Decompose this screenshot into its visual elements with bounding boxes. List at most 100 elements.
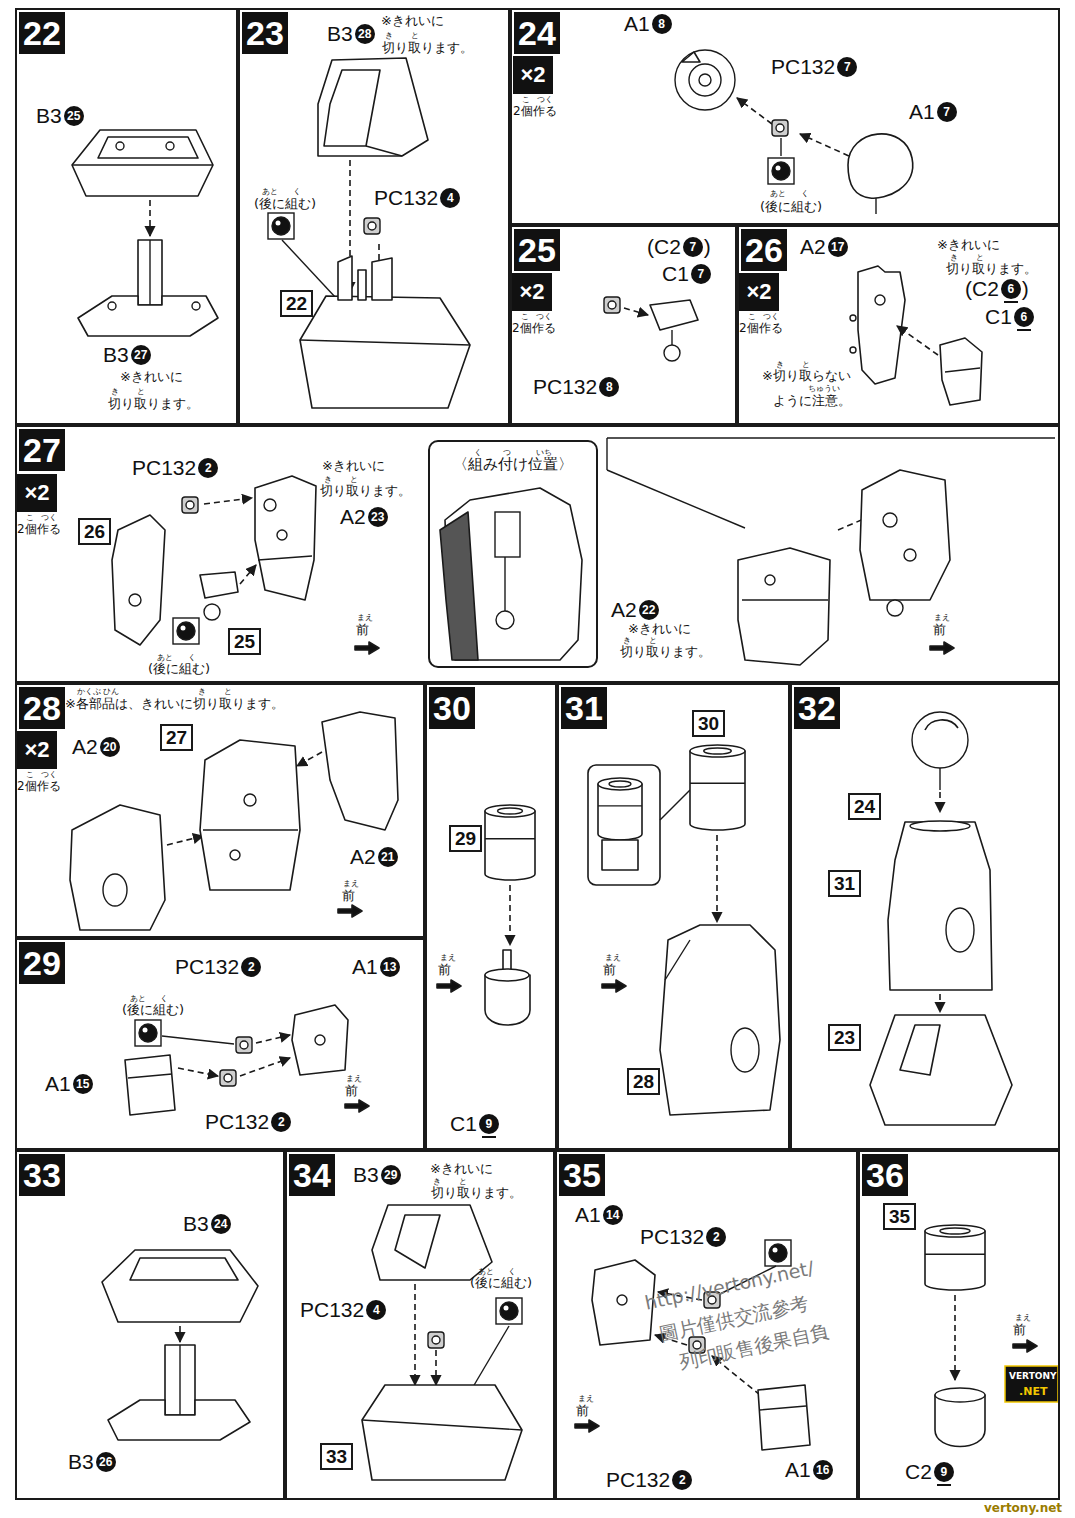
assembly-arrow <box>414 1284 416 1385</box>
note-text: ※きれいに <box>381 12 444 30</box>
make-note: 2個作る <box>513 105 567 118</box>
detail-circle <box>277 530 287 540</box>
part-outline <box>338 256 352 300</box>
note-text: (後に組む) <box>760 198 822 216</box>
step-reference-box: 33 <box>320 1443 353 1470</box>
part-outline <box>108 1400 250 1440</box>
part-number: 2 <box>198 458 218 478</box>
assembly-arrow <box>149 200 151 236</box>
part-outline <box>602 840 638 870</box>
furigana: つく <box>537 96 553 104</box>
later-icon-frame <box>768 158 794 184</box>
step-number: 22 <box>19 12 65 54</box>
detail-circle <box>240 1041 248 1049</box>
part-outline <box>690 751 745 830</box>
make-two-badge: ×2こつく2個作る <box>512 273 566 343</box>
furigana: つく <box>763 313 779 321</box>
note-text: 前 <box>933 621 946 639</box>
step-reference: 28 <box>633 1070 654 1093</box>
detail-circle <box>617 1295 627 1305</box>
part-outline <box>925 1231 985 1290</box>
part-outline <box>660 925 780 1115</box>
step-number: 35 <box>559 1154 605 1196</box>
step-panel: 22 <box>15 8 238 425</box>
assembly-arrow <box>655 1335 687 1345</box>
polycap <box>689 1337 705 1353</box>
step-panel: 27×2こつく2個作る2625〈組み付け位置〉 <box>15 425 1060 683</box>
polycap <box>772 120 788 136</box>
part-number: 15 <box>73 1074 93 1094</box>
later-icon-frame <box>173 618 199 644</box>
part-outline <box>112 515 165 645</box>
part-number: 2 <box>271 1112 291 1132</box>
part-code: A1 <box>575 1203 601 1227</box>
step-panel: 35 <box>555 1150 858 1500</box>
detail-line <box>203 829 298 830</box>
detail-circle <box>850 347 856 353</box>
part-outline <box>650 300 698 330</box>
detail-circle <box>432 1336 440 1344</box>
detail-circle <box>875 295 885 305</box>
detail-circle <box>272 217 290 235</box>
later-icon-frame <box>268 213 294 239</box>
assembly-arrow <box>178 1068 218 1076</box>
assembly-arrow <box>297 752 322 766</box>
detail-line <box>690 783 745 784</box>
furigana: き <box>324 474 332 485</box>
part-outline <box>318 58 428 156</box>
part-outline <box>125 1055 175 1115</box>
detail-circle <box>129 594 141 606</box>
step-panel: 2322 <box>238 8 510 425</box>
note-text: (後に組む) <box>470 1274 532 1292</box>
detail-ellipse <box>731 1028 759 1072</box>
detail-circle <box>186 501 194 509</box>
detail-circle <box>368 222 376 230</box>
detail-circle <box>769 1244 787 1262</box>
part-outline <box>440 512 478 660</box>
part-code: C1 <box>985 305 1012 329</box>
step-number: 23 <box>242 12 288 54</box>
part-outline <box>78 296 218 336</box>
watermark: 圖片僅供交流參考 <box>657 1291 811 1348</box>
detail-circle <box>699 74 711 86</box>
later-icon-frame <box>765 1240 791 1266</box>
detail-circle <box>192 302 200 310</box>
furigana: き <box>950 252 958 263</box>
make-note: 2個作る <box>739 322 793 335</box>
furigana: こ <box>522 96 530 104</box>
furigana: と <box>459 1176 467 1187</box>
polycap <box>182 497 198 513</box>
inset-title: 〈組み付け位置〉 <box>430 456 596 473</box>
furigana: まえ <box>440 952 456 963</box>
part-outline <box>758 1385 810 1450</box>
later-icon-shine <box>276 221 281 226</box>
detail-line <box>607 437 1055 438</box>
part-outline <box>485 975 530 1025</box>
note-text: 前 <box>345 1082 358 1100</box>
furigana: つく <box>41 771 57 779</box>
step-number: 33 <box>19 1154 65 1196</box>
step-reference: 31 <box>834 872 855 895</box>
detail-line <box>162 1036 234 1044</box>
furigana: こ <box>26 514 34 522</box>
part-outline <box>930 642 954 654</box>
assembly-arrow <box>939 792 941 812</box>
part-outline <box>130 1258 238 1280</box>
step-reference-box: 24 <box>848 793 881 820</box>
step-reference-box: 23 <box>828 1024 861 1051</box>
step-reference-box: 35 <box>883 1203 916 1230</box>
detail-circle <box>500 1302 518 1320</box>
part-code: A1 <box>352 955 378 979</box>
part-number: 21 <box>378 847 398 867</box>
detail-line <box>760 1406 806 1410</box>
part-outline <box>935 1395 985 1447</box>
detail-line <box>665 940 690 980</box>
part-number: 28 <box>355 24 375 44</box>
step-reference: 25 <box>234 630 255 653</box>
watermark: http://vertony.net/ <box>643 1256 816 1313</box>
step-panel: 32243123 <box>790 683 1060 1150</box>
detail-circle <box>850 315 856 321</box>
inset-frame <box>588 765 660 885</box>
